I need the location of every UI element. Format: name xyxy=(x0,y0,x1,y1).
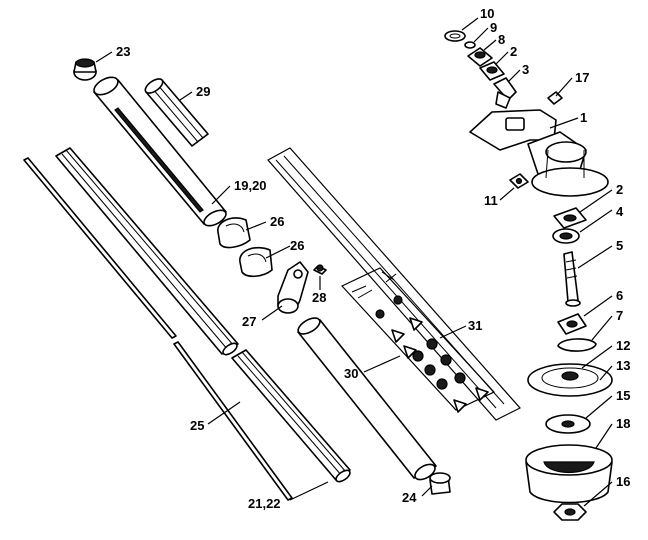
nut-16 xyxy=(553,503,587,521)
label-part-29: 29 xyxy=(196,84,210,99)
screw-17 xyxy=(547,91,563,105)
handle-bracket xyxy=(277,261,309,314)
decal-panel xyxy=(341,267,495,413)
label-part-10: 10 xyxy=(480,6,494,21)
gear-housing xyxy=(469,109,609,197)
drive-shaft-rod xyxy=(23,157,293,501)
snap-ring-10 xyxy=(444,30,466,42)
bearing-2-lower xyxy=(553,207,587,229)
decal-symbols xyxy=(351,271,489,413)
pinion-3 xyxy=(493,77,517,109)
washer-9 xyxy=(464,41,476,49)
tube-upper-half xyxy=(55,147,239,356)
label-part-2-lower: 2 xyxy=(616,182,623,197)
label-part-8: 8 xyxy=(498,32,505,47)
part-labels: 10 9 8 2 3 17 1 11 2 4 5 6 7 12 13 15 18… xyxy=(116,6,630,511)
clamp-upper xyxy=(217,217,251,249)
leader-lines xyxy=(95,17,613,507)
label-part-25: 25 xyxy=(190,418,204,433)
label-part-27: 27 xyxy=(242,314,256,329)
label-part-26-lower: 26 xyxy=(290,238,304,253)
label-part-18: 18 xyxy=(616,416,630,431)
washer-15 xyxy=(545,414,591,434)
label-part-7: 7 xyxy=(616,308,623,323)
label-part-23: 23 xyxy=(116,44,130,59)
label-part-5: 5 xyxy=(616,238,623,253)
screw-11 xyxy=(509,173,529,189)
bearing-8 xyxy=(467,47,493,67)
label-part-31: 31 xyxy=(468,318,482,333)
label-part-12: 12 xyxy=(616,338,630,353)
bearing-6 xyxy=(557,313,587,335)
clamp-lower xyxy=(239,246,273,278)
screw-28 xyxy=(313,264,327,275)
label-part-16: 16 xyxy=(616,474,630,489)
label-part-26-upper: 26 xyxy=(270,214,284,229)
end-cap-bottom xyxy=(429,472,451,495)
label-part-4: 4 xyxy=(616,204,624,219)
lower-tube xyxy=(297,317,437,481)
gear-4 xyxy=(552,228,580,244)
label-part-24: 24 xyxy=(402,490,417,505)
label-part-21-22: 21,22 xyxy=(248,496,281,511)
label-part-17: 17 xyxy=(575,70,589,85)
label-part-6: 6 xyxy=(616,288,623,303)
main-tube xyxy=(93,76,227,227)
label-part-11: 11 xyxy=(484,193,498,208)
label-part-9: 9 xyxy=(490,20,497,35)
circlip-7 xyxy=(557,338,597,352)
cup-18 xyxy=(525,444,613,504)
thrust-plate-12-13 xyxy=(527,363,613,397)
label-part-3: 3 xyxy=(522,62,529,77)
bearing-2-top xyxy=(479,61,505,81)
label-part-1: 1 xyxy=(580,110,587,125)
splined-sleeve xyxy=(144,78,209,147)
spindle-5 xyxy=(563,251,581,307)
label-part-15: 15 xyxy=(616,388,630,403)
label-part-28: 28 xyxy=(312,290,326,305)
label-part-19-20: 19,20 xyxy=(234,178,267,193)
label-part-30: 30 xyxy=(344,366,358,381)
label-part-2-top: 2 xyxy=(510,44,517,59)
tube-lower-half xyxy=(231,349,351,483)
label-part-13: 13 xyxy=(616,358,630,373)
end-cap-top xyxy=(73,58,97,81)
